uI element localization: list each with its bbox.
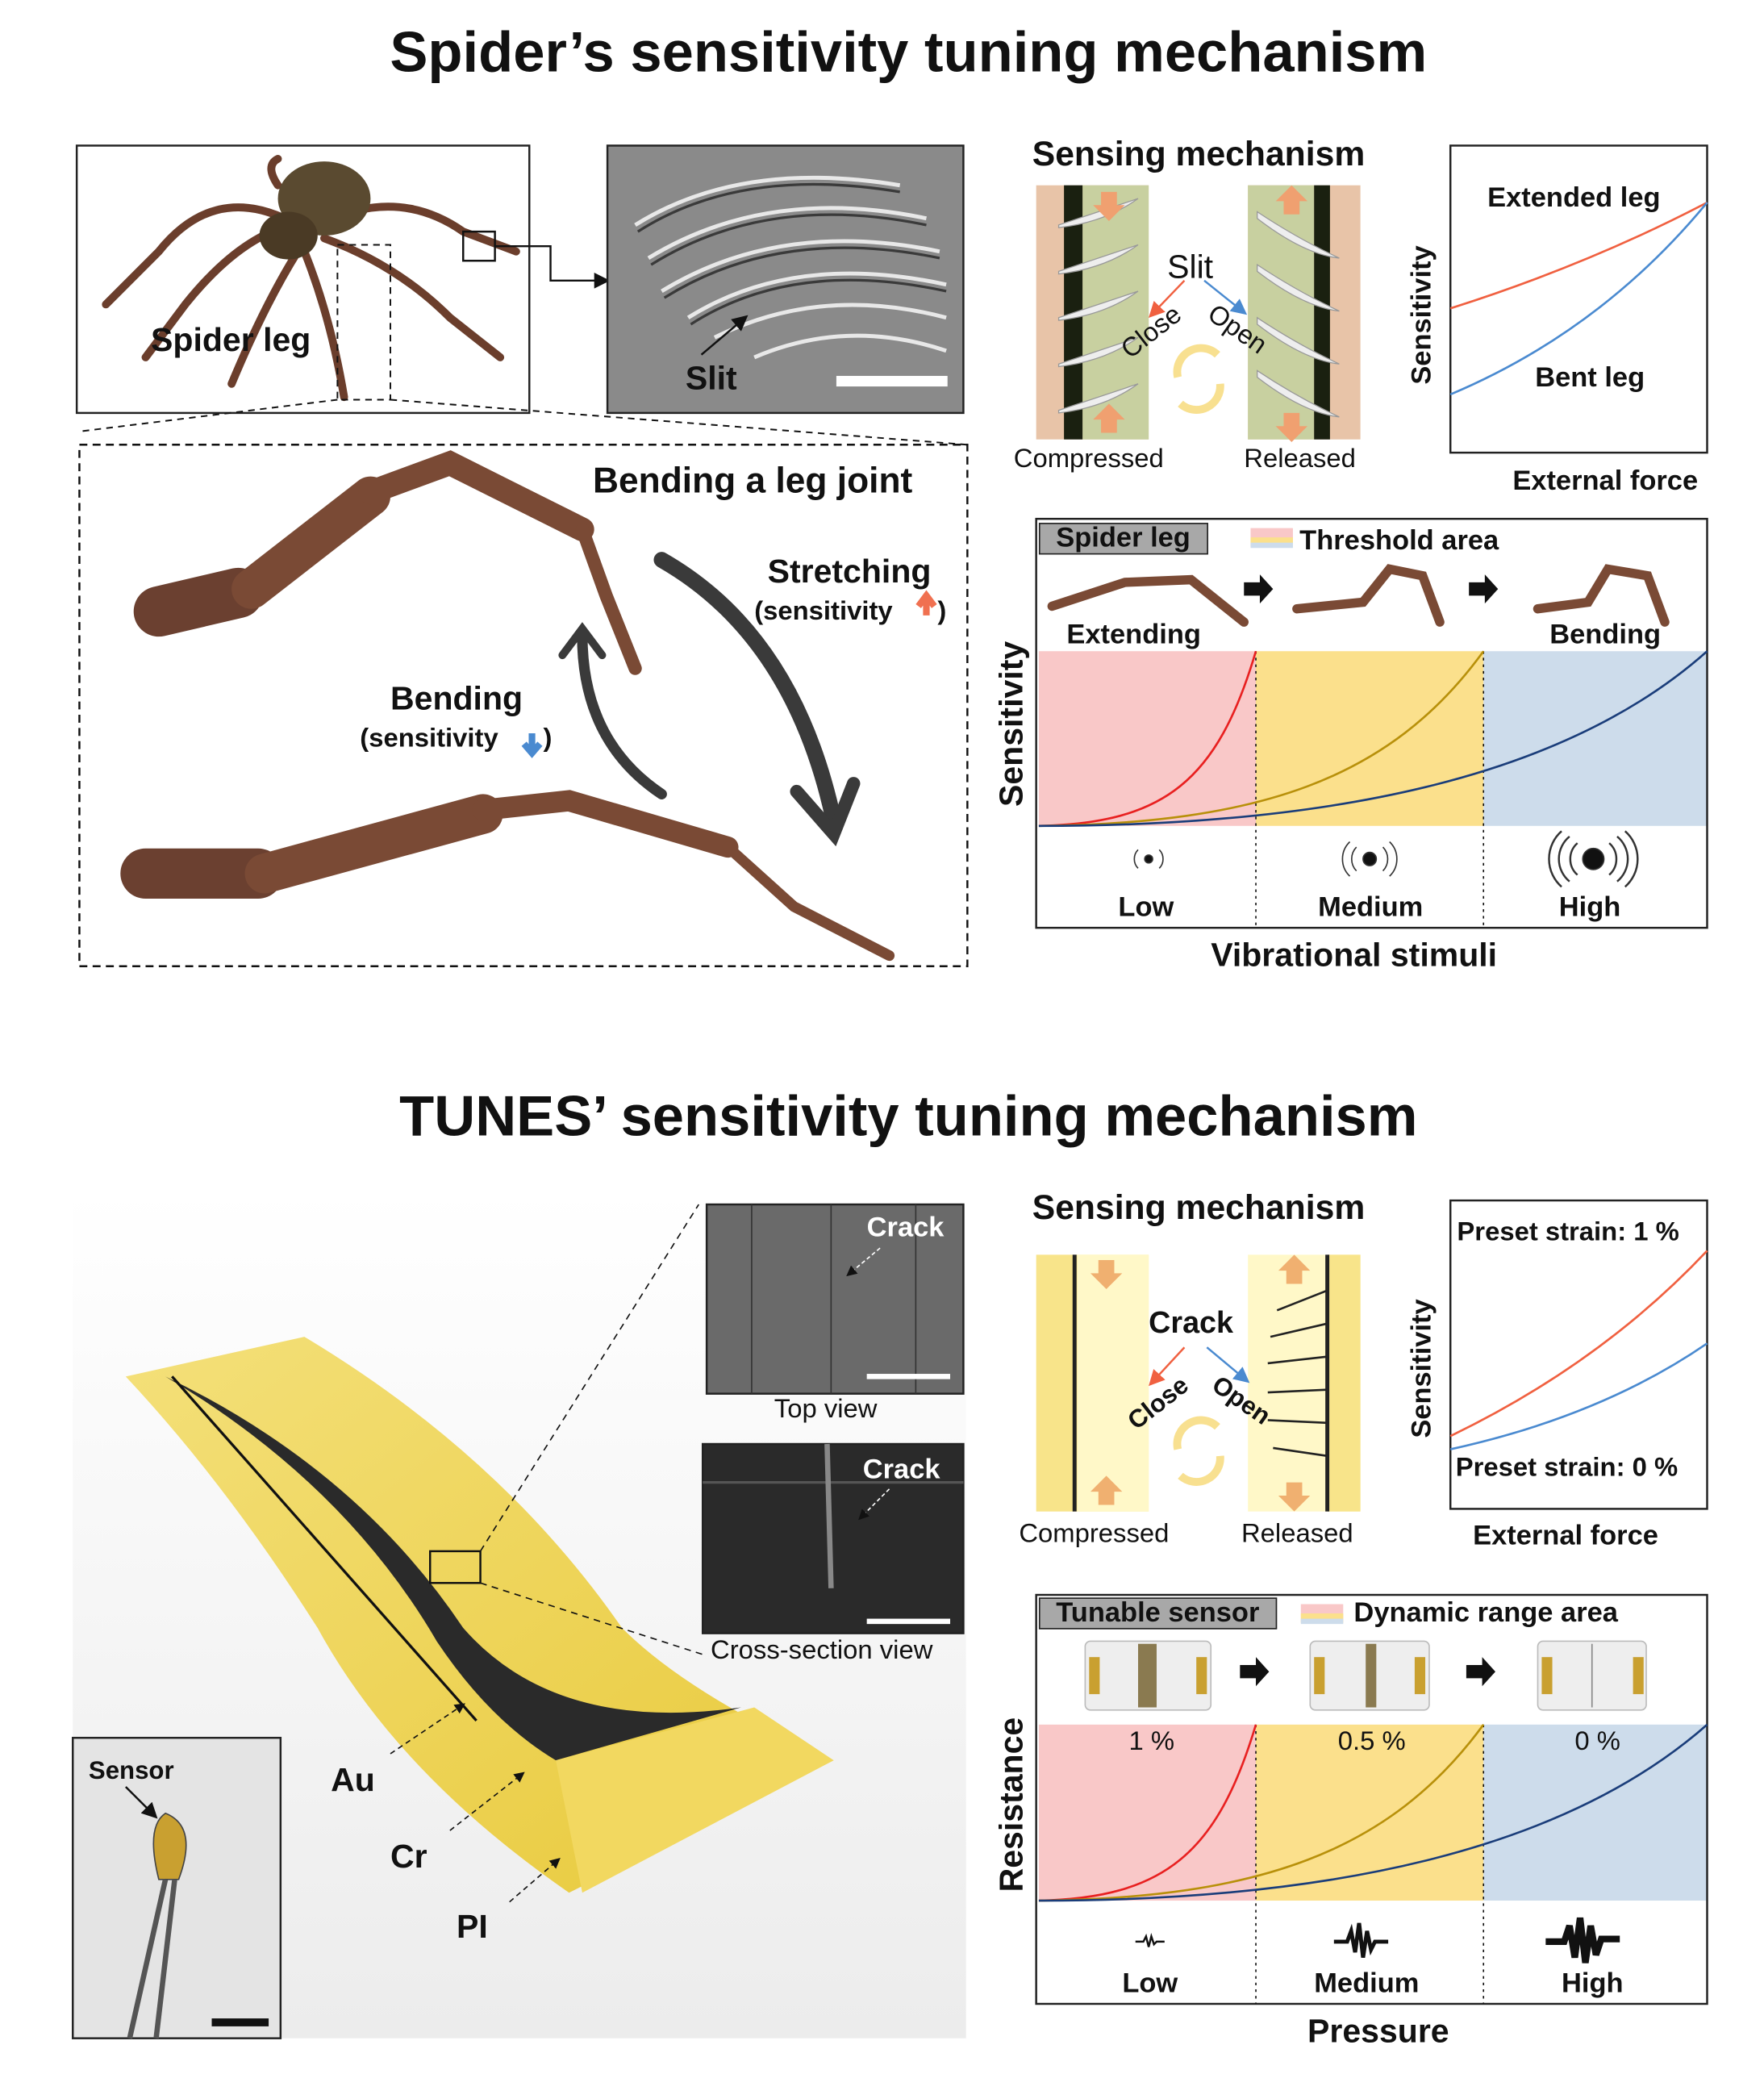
bending-sub: (sensitivity) [360, 724, 552, 754]
top-title: Spider’s sensitivity tuning mechanism [390, 21, 1428, 86]
layer-au: Au [331, 1761, 375, 1799]
sensing-title-bottom: Sensing mechanism [1032, 1187, 1366, 1227]
bent-leg-label: Bent leg [1535, 362, 1645, 394]
level-medium: Medium [1318, 891, 1424, 923]
stretching-sub: (sensitivity) [754, 597, 946, 628]
stretching-sub-text: (sensitivity [754, 596, 893, 627]
vibration-icons [1133, 830, 1639, 888]
graph-xlabel-bottom: External force [1473, 1521, 1658, 1551]
curve-bent-leg [1449, 202, 1708, 396]
down-arrow-icon [521, 732, 543, 758]
pressure-wave-icons [1135, 1917, 1620, 1964]
slit-label: Slit [685, 360, 737, 398]
compressed-label: Compressed [1013, 444, 1164, 474]
slit-mechanism-diagram [1036, 185, 1361, 442]
released-label: Released [1244, 444, 1356, 474]
arrow-right-icon [1244, 574, 1274, 604]
bending-label: Bending [390, 680, 523, 718]
layer-cr: Cr [390, 1838, 427, 1876]
extending-label: Extending [1066, 619, 1201, 650]
paren: ) [937, 596, 947, 627]
spider-leg-tab: Spider leg [1038, 523, 1208, 555]
bending-stage-label: Bending [1549, 619, 1662, 650]
preset-0-label: Preset strain: 0 % [1455, 1453, 1679, 1483]
crack-top-label: Crack [866, 1212, 945, 1243]
joint-title: Bending a leg joint [593, 460, 913, 501]
dynamic-range-legend: Dynamic range area [1353, 1597, 1618, 1629]
dynamic-range-chart [1035, 1593, 1708, 2005]
chart-xlabel-top: Vibrational stimuli [1211, 937, 1498, 974]
crack-cross-label: Crack [862, 1454, 940, 1485]
compressed-label: Compressed [1019, 1519, 1170, 1549]
curve-extended-leg [1449, 201, 1708, 310]
cross-view-label: Cross-section view [711, 1635, 933, 1666]
graph-ylabel-top: Sensitivity [1407, 245, 1437, 385]
paren: ) [543, 724, 553, 753]
threshold-chart [1035, 517, 1708, 929]
level-low: Low [1118, 891, 1174, 923]
level-high: High [1562, 1968, 1624, 1999]
sensor-photo [72, 1737, 282, 2039]
sensing-title-top: Sensing mechanism [1032, 133, 1366, 173]
chart-xlabel-bottom: Pressure [1307, 2013, 1449, 2051]
up-arrow-icon [915, 590, 937, 616]
chart-ylabel-top: Sensitivity [993, 641, 1031, 808]
graph-xlabel-top: External force [1512, 465, 1699, 497]
curve-preset-0 [1449, 1342, 1708, 1450]
top-view-sem [705, 1203, 965, 1395]
arrow-right-icon [1466, 1657, 1495, 1687]
crack-mechanism-diagram [1036, 1254, 1361, 1512]
curve-preset-1 [1449, 1250, 1708, 1438]
preset-1-label: Preset strain: 1 % [1457, 1217, 1679, 1247]
stretching-label: Stretching [767, 553, 932, 591]
strain-05: 0.5 % [1337, 1727, 1406, 1757]
zone-medium [1256, 651, 1484, 826]
graph-ylabel-bottom: Sensitivity [1407, 1299, 1437, 1438]
leg-extended [133, 450, 642, 675]
strain-0: 0 % [1574, 1727, 1620, 1757]
spider-photo [75, 144, 611, 415]
threshold-legend: Threshold area [1299, 525, 1499, 557]
layer-pi: PI [457, 1908, 488, 1946]
slit-mech-label: Slit [1167, 248, 1214, 286]
zone-low [1038, 651, 1257, 826]
released-label: Released [1241, 1519, 1353, 1549]
bottom-title: TUNES’ sensitivity tuning mechanism [399, 1085, 1418, 1150]
slit-sem-image [606, 144, 965, 415]
bend-arrow [577, 629, 667, 799]
cross-section-sem [701, 1442, 965, 1634]
extended-leg-label: Extended leg [1487, 182, 1661, 214]
chart-ylabel-bottom: Resistance [993, 1717, 1031, 1893]
strain-1: 1 % [1128, 1727, 1175, 1757]
top-view-label: Top view [774, 1395, 878, 1425]
bending-sub-text: (sensitivity [360, 724, 498, 753]
tunable-sensor-tab: Tunable sensor [1038, 1597, 1277, 1630]
sensor-thumbnails [1084, 1640, 1647, 1711]
level-high: High [1558, 891, 1621, 923]
crack-mech-label: Crack [1149, 1304, 1234, 1340]
level-medium: Medium [1314, 1968, 1420, 1999]
arrow-right-icon [1469, 574, 1499, 604]
leg-bent [120, 790, 895, 962]
sensor-label: Sensor [88, 1757, 174, 1786]
spider-leg-label: Spider leg [151, 321, 311, 359]
arrow-right-icon [1240, 1657, 1270, 1687]
level-low: Low [1122, 1968, 1178, 1999]
stretch-arrow-head [790, 777, 861, 847]
